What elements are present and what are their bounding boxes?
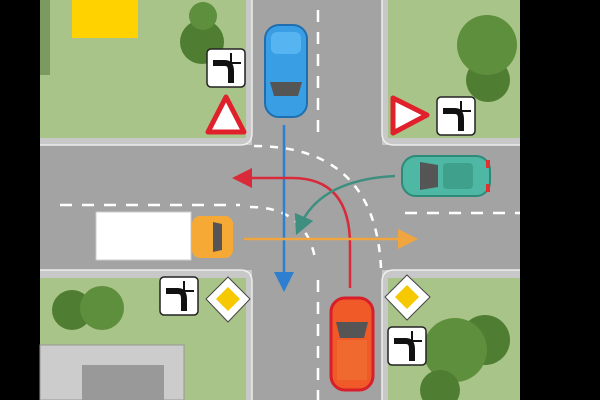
teal-car-path-arrow: [294, 174, 396, 236]
priority-road-sign-icon: [384, 274, 431, 321]
tree-icon: [52, 286, 124, 330]
priority-road-shape-sign-icon: [388, 327, 426, 365]
blue-car: [264, 24, 308, 118]
priority-road-shape-sign-icon: [437, 97, 475, 135]
curb-lines: [40, 0, 520, 400]
priority-road-shape-sign-icon: [160, 277, 198, 315]
priority-road-shape-sign-icon: [207, 49, 245, 87]
priority-road-sign-icon: [205, 276, 251, 323]
yield-sign-icon: [390, 95, 430, 136]
hedge: [40, 0, 50, 75]
teal-car: [401, 155, 491, 197]
lane-markings: [60, 10, 520, 400]
building-roof: [82, 365, 164, 400]
red-car: [329, 296, 375, 392]
yield-sign-icon: [205, 94, 247, 135]
truck: [95, 211, 233, 261]
tree-icon: [420, 315, 510, 400]
yellow-area: [72, 0, 138, 38]
tree-icon: [457, 15, 517, 102]
